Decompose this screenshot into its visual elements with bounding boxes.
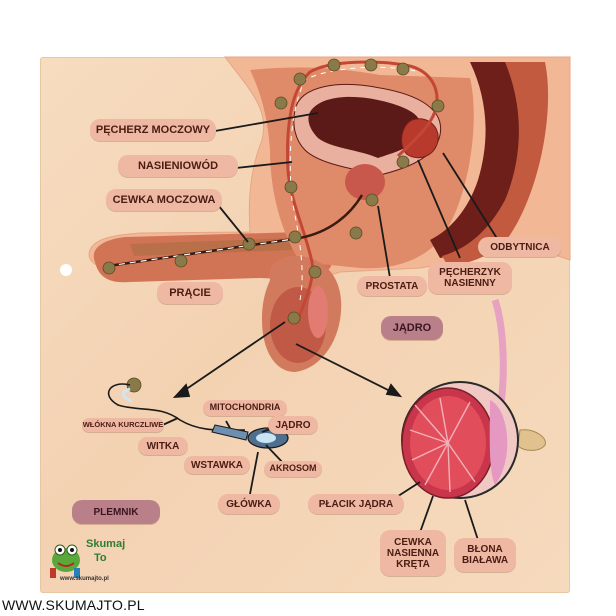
label-witka: WITKA — [138, 437, 188, 455]
label-plemnik: PLEMNIK — [72, 500, 160, 524]
epididymis-section — [489, 400, 508, 485]
vas-dash — [289, 66, 421, 301]
logo-text-line2: To — [94, 552, 107, 564]
label-mitochondria: MITOCHONDRIA — [203, 400, 287, 416]
label-pracie: PRĄCIE — [157, 282, 223, 304]
label-blona-bialawa: BŁONA BIAŁAWA — [454, 538, 516, 572]
sperm-nucleus — [256, 433, 276, 443]
rectum-wall — [442, 62, 549, 266]
label-akrosom: AKROSOM — [264, 461, 322, 477]
label-odbytnica: ODBYTNICA — [478, 237, 562, 257]
arrows — [155, 112, 499, 541]
sperm-midpiece — [211, 424, 249, 441]
sperm-tail-outline — [122, 387, 133, 403]
label-cewka-nasienna-kreta: CEWKA NASIENNA KRĘTA — [380, 530, 446, 576]
label-glowka: GŁÓWKA — [218, 494, 280, 514]
seminal-vesicle — [401, 118, 439, 159]
testis-peg — [517, 429, 546, 451]
logo-text-line1: Skumaj — [86, 538, 126, 550]
label-pecherz-moczowy: PĘCHERZ MOCZOWY — [90, 119, 216, 141]
label-wlokna-kurczliwe: WŁÓKNA KURCZLIWE — [82, 418, 164, 432]
skumajto-logo: Skumaj To www.skumajto.pl — [44, 530, 126, 586]
label-prostata: PROSTATA — [357, 276, 427, 296]
puzzle-pegs — [102, 58, 445, 393]
sperm-tail — [107, 383, 246, 431]
label-wstawka: WSTAWKA — [184, 456, 250, 474]
frog-icon — [50, 544, 80, 578]
label-jadro-sperm: JĄDRO — [268, 416, 318, 434]
label-nasieniowod: NASIENIOWÓD — [118, 155, 238, 177]
label-cewka-moczowa: CEWKA MOCZOWA — [106, 189, 222, 211]
label-jadro-title: JĄDRO — [381, 316, 443, 340]
logo-url: www.skumajto.pl — [60, 576, 109, 582]
label-placik-jadra: PŁACIK JĄDRA — [308, 494, 404, 514]
testis-septa — [409, 397, 476, 493]
board-hole — [60, 264, 72, 276]
bladder-lumen — [308, 96, 421, 158]
epididymis — [308, 286, 328, 338]
prostate-organ — [345, 164, 385, 200]
footer-url: WWW.SKUMAJTO.PL — [2, 597, 145, 613]
label-pecherzyk-nasienny: PĘCHERZYK NASIENNY — [428, 262, 512, 294]
